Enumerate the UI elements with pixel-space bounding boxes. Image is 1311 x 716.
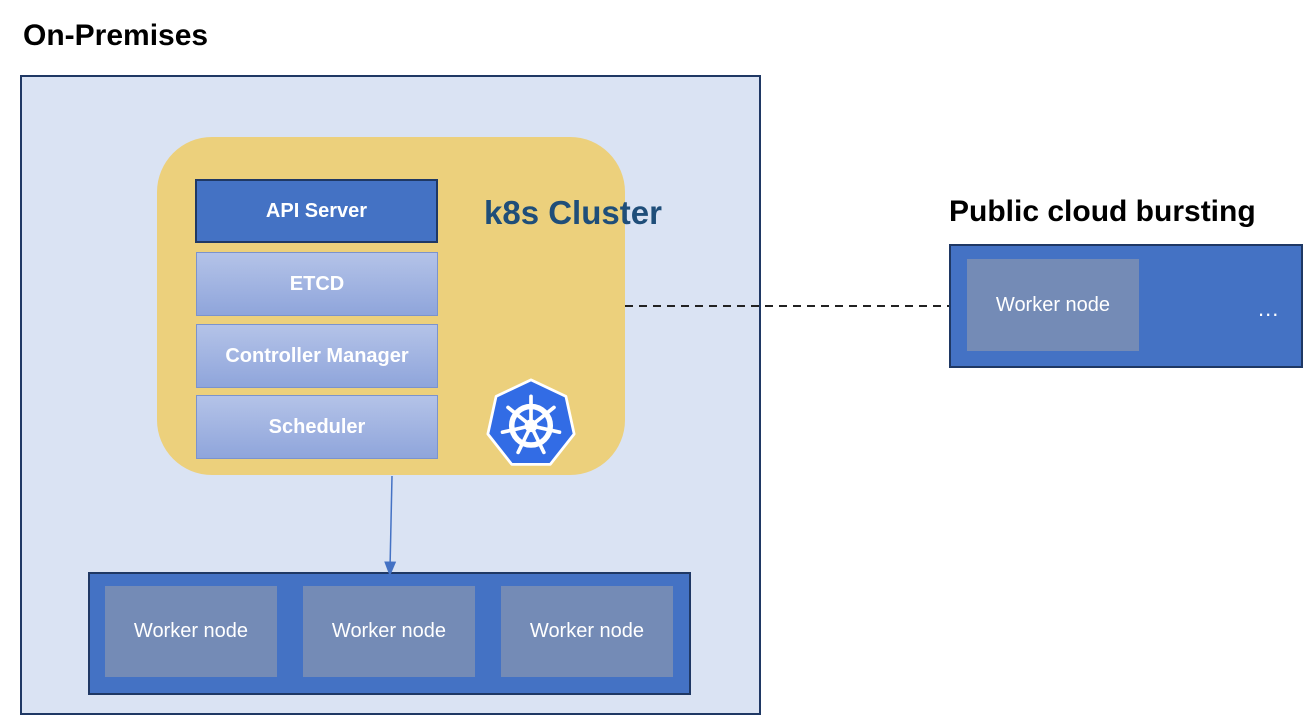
scheduler-block: Scheduler [196, 395, 438, 459]
cluster-title: k8s Cluster [484, 194, 662, 231]
worker-node: Worker node [967, 259, 1139, 351]
etcd-block: ETCD [196, 252, 438, 316]
more-ellipsis: ... [1258, 296, 1280, 321]
worker-node: Worker node [501, 586, 673, 677]
cloud-title: Public cloud bursting [949, 195, 1256, 228]
onprem-title: On-Premises [23, 19, 209, 52]
api-server-block: API Server [195, 179, 438, 243]
worker-node: Worker node [303, 586, 475, 677]
worker-node: Worker node [105, 586, 277, 677]
kubernetes-logo-icon [486, 378, 576, 466]
controller-manager-block: Controller Manager [196, 324, 438, 388]
